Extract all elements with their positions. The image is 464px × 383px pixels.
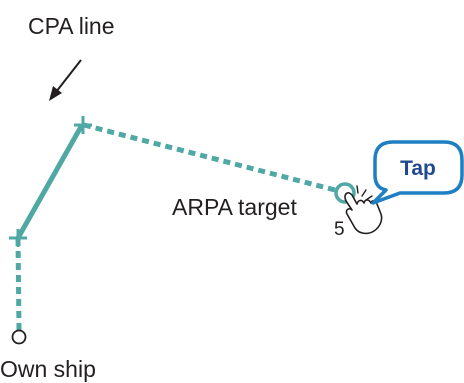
cpa-line-segment [15,123,85,240]
tap-bubble [371,140,464,205]
tap-hand-icon [344,185,383,235]
arpa-target-icon [334,182,356,204]
own-ship-icon [11,329,27,345]
arpa-target-label: ARPA target [172,194,297,220]
vertex-cross-lower [9,229,27,247]
tap-bubble-shape [371,140,464,205]
cpa-line-label: CPA line [28,13,115,39]
target-vector-dotted [83,122,336,193]
own-ship-label: Own ship [0,356,96,382]
vertex-cross-upper [74,116,92,134]
tap-bubble-label: Tap [400,157,436,180]
target-number-label: 5 [334,219,345,240]
own-ship-vector-dotted [15,237,22,331]
arrow-icon [49,59,82,101]
